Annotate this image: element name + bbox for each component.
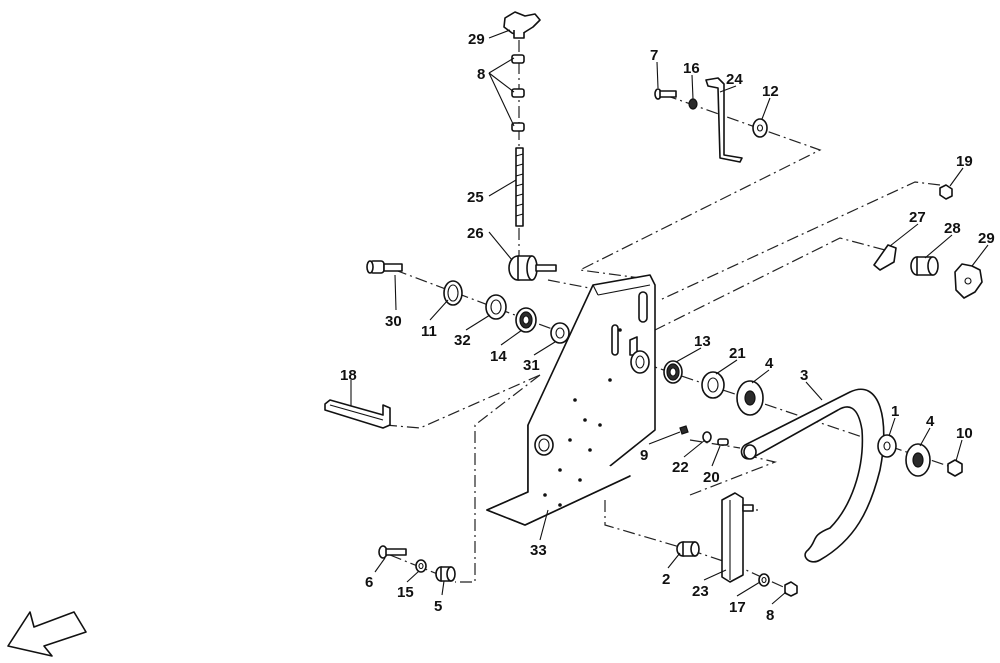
callout-5: 5: [434, 598, 442, 615]
bracket-23: [721, 492, 754, 583]
bushing-32: [485, 294, 507, 320]
snap-ring-11: [443, 280, 463, 306]
knob-29b: [954, 263, 983, 299]
callout-4: 4: [765, 355, 774, 372]
callout-21: 21: [729, 345, 746, 362]
arrow-down-left-icon: [7, 611, 87, 657]
callout-26: 26: [467, 225, 484, 242]
spacer-2: [676, 541, 700, 557]
washer-15: [415, 559, 427, 573]
callout-3: 3: [800, 367, 808, 384]
spacer-5: [435, 566, 456, 582]
callout-18: 18: [340, 367, 357, 384]
clip-27: [873, 244, 897, 271]
callout-12: 12: [762, 83, 779, 100]
bracket-18: [324, 399, 391, 429]
bracket-24: [705, 77, 743, 163]
callout-31: 31: [523, 357, 540, 374]
callout-30: 30: [385, 313, 402, 330]
callout-19: 19: [956, 153, 973, 170]
callout-27: 27: [909, 209, 926, 226]
callout-28: 28: [944, 220, 961, 237]
callout-29: 29: [978, 230, 995, 247]
spacer-28: [910, 256, 939, 276]
bearing-13: [663, 360, 683, 384]
callout-6: 6: [365, 574, 373, 591]
nut-8b: [784, 581, 798, 597]
hardware-9-22-20: [679, 425, 729, 446]
nut-19: [939, 184, 953, 200]
callout-23: 23: [692, 583, 709, 600]
callout-25: 25: [467, 189, 484, 206]
callout-8: 8: [766, 607, 774, 624]
bearing-14: [515, 307, 537, 333]
main-frame-33: [486, 274, 656, 526]
callout-9: 9: [640, 447, 648, 464]
callout-17: 17: [729, 599, 746, 616]
callout-16: 16: [683, 60, 700, 77]
threaded-rod: [515, 147, 524, 227]
pin-30: [366, 260, 403, 274]
bolt-6: [378, 545, 407, 559]
callout-labels: 29 8 25 26 30 11 32 14 31 18 33 6 15 5 7…: [340, 31, 995, 624]
frame-hub: [630, 350, 650, 374]
washer-16: [688, 98, 698, 110]
pulley-4a: [736, 380, 764, 416]
bolt-7: [654, 88, 677, 100]
nut-10: [947, 459, 963, 477]
callout-29: 29: [468, 31, 485, 48]
callout-22: 22: [672, 459, 689, 476]
leader-lines: [350, 29, 989, 605]
washer-17: [758, 573, 770, 587]
callout-14: 14: [490, 348, 507, 365]
callout-4: 4: [926, 413, 935, 430]
knob-top: [503, 11, 541, 39]
pulley-4b: [905, 443, 931, 477]
callout-11: 11: [421, 323, 437, 340]
spacer-31: [550, 322, 570, 344]
washer-1: [877, 434, 897, 458]
nuts-stack: [511, 54, 525, 132]
callout-8: 8: [477, 66, 485, 83]
spacer-stud: [508, 255, 557, 281]
callout-10: 10: [956, 425, 973, 442]
callout-20: 20: [703, 469, 720, 486]
assembly-lines: [384, 40, 961, 591]
callout-1: 1: [891, 403, 899, 420]
callout-2: 2: [662, 571, 670, 588]
callout-24: 24: [726, 71, 743, 88]
callout-15: 15: [397, 584, 414, 601]
arm-3: [740, 388, 885, 563]
callout-13: 13: [694, 333, 711, 350]
washer-12: [752, 118, 768, 138]
callout-32: 32: [454, 332, 471, 349]
callout-33: 33: [530, 542, 547, 559]
bushing-21: [701, 371, 725, 399]
callout-7: 7: [650, 47, 658, 64]
